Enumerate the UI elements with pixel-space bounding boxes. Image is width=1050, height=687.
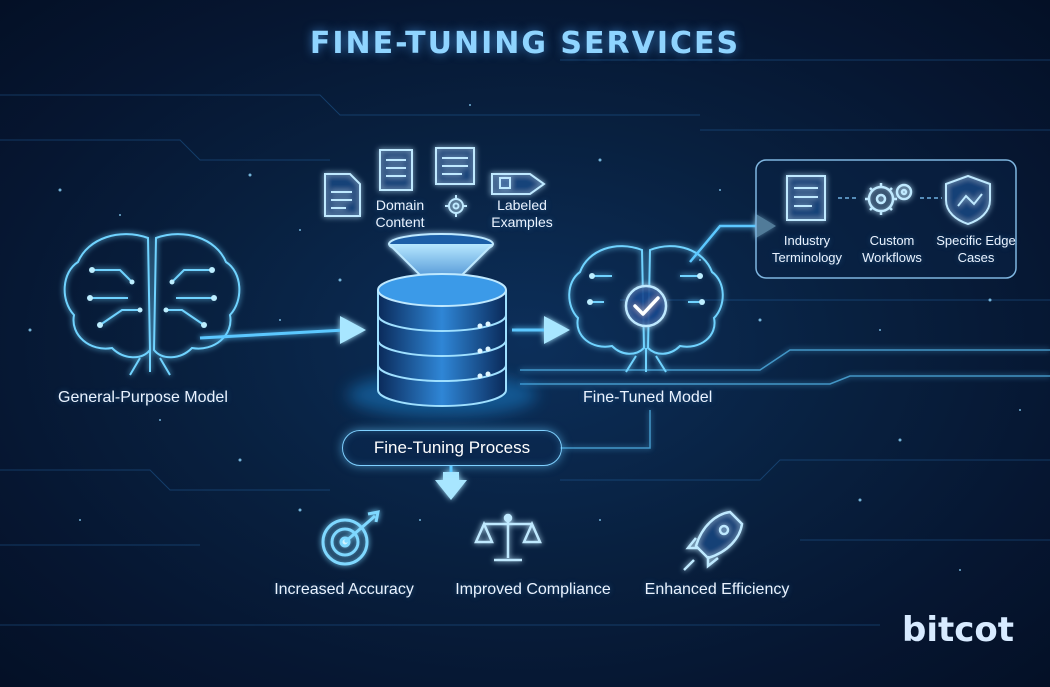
gears-icon — [865, 183, 913, 215]
gear-icon-small — [445, 195, 467, 217]
checkmark-icon — [624, 284, 668, 328]
document-icon-3 — [435, 147, 475, 185]
specializations-panel — [755, 159, 1017, 279]
general-model-label: General-Purpose Model — [58, 389, 228, 406]
arrow-to-process — [199, 316, 366, 344]
rocket-icon — [683, 510, 744, 571]
circuit-lines-bright — [520, 349, 1050, 449]
particle-dots — [28, 104, 1021, 571]
input-label-labeled-examples: Labeled Examples — [491, 197, 553, 230]
arrow-to-fine-tuned — [512, 316, 570, 344]
benefit-label-compliance: Improved Compliance — [455, 581, 611, 598]
arrow-to-benefits — [435, 466, 467, 500]
brain-icon-fine-tuned — [568, 245, 724, 373]
page-title: FINE-TUNING SERVICES — [309, 26, 741, 61]
specialization-label-industry-terminology: Industry Terminology — [771, 233, 843, 265]
specialization-label-custom-workflows: Custom Workflows — [862, 233, 922, 265]
document-list-icon — [786, 175, 826, 221]
brand-logo: bitcot — [902, 610, 1015, 650]
brain-icon-general — [63, 233, 241, 376]
database-icon — [347, 273, 537, 417]
benefit-label-efficiency: Enhanced Efficiency — [644, 581, 790, 598]
benefit-label-accuracy: Increased Accuracy — [274, 581, 414, 598]
target-icon — [321, 510, 380, 566]
circuit-lines — [0, 59, 1050, 626]
scales-icon — [474, 513, 542, 562]
brain-nodes-general — [87, 267, 217, 328]
document-icon-2 — [379, 149, 413, 191]
shield-icon — [945, 174, 991, 226]
brain-nodes-fine-tuned — [587, 273, 705, 305]
fine-tuned-model-label: Fine-Tuned Model — [583, 389, 713, 406]
specialization-label-edge-cases: Specific Edge Cases — [936, 233, 1016, 265]
tag-icon — [491, 173, 546, 195]
input-label-domain-content: Domain Content — [375, 197, 425, 230]
process-label: Fine-Tuning Process — [342, 430, 562, 466]
document-icon-1 — [324, 173, 361, 217]
